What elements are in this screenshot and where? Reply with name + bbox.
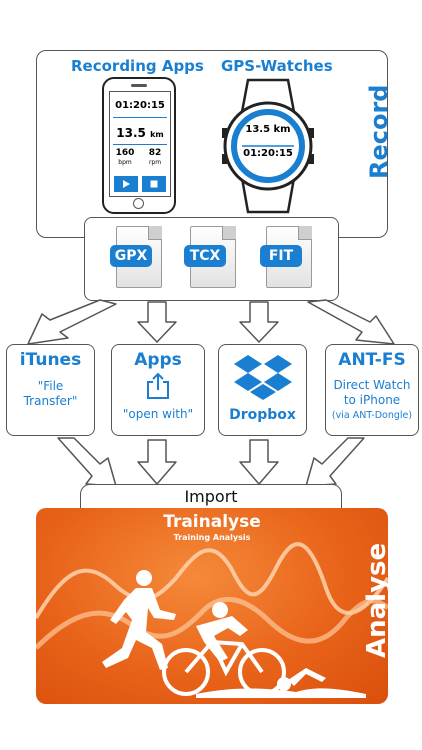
dropbox-label: Dropbox [229,407,296,423]
itunes-line1: "File [37,379,64,393]
phone-rpm-unit: rpm [148,159,162,166]
record-panel: Recording Apps GPS-Watches Record [36,50,393,238]
file-gpx-badge: GPX [110,245,152,267]
phone-bpm-unit: bpm [118,159,132,166]
phone-divider [113,117,167,119]
file-tcx-badge: TCX [184,245,226,267]
share-icon [147,372,169,399]
stop-icon [150,180,158,188]
phone-illustration: 01:20:15 13.5 km 160 bpm 82 rpm [102,77,176,214]
phone-home-button [133,198,144,209]
phone-stop-button [142,176,166,192]
source-dropbox: Dropbox [218,344,307,436]
import-label: Import [184,487,238,506]
phone-divider-2 [113,144,167,146]
runner-silhouette [102,570,176,670]
phone-distance: 13.5 km [110,126,170,140]
swimmer-silhouette [196,668,366,698]
watch-illustration [222,78,314,214]
play-icon [123,180,130,188]
antfs-line1: Direct Watch [333,378,411,392]
recording-apps-title: Recording Apps [71,57,204,75]
file-fit-badge: FIT [260,245,302,267]
phone-distance-unit: km [150,130,164,139]
phone-play-button [114,176,138,192]
file-tcx: TCX [184,226,236,288]
antfs-title: ANT-FS [338,350,406,370]
dropbox-icon [233,355,292,400]
source-apps: Apps "open with" [111,344,205,436]
phone-time: 01:20:15 [115,100,165,111]
file-fit: FIT [260,226,312,288]
watch-time: 01:20:15 [243,148,293,159]
itunes-title: iTunes [19,350,82,370]
source-antfs: ANT-FS Direct Watch to iPhone (via ANT-D… [325,344,419,436]
file-gpx: GPX [110,226,162,288]
gps-watches-title: GPS-Watches [221,57,333,75]
phone-bpm-value: 160 [115,148,135,158]
phone-distance-value: 13.5 [116,126,146,140]
app-tagline: Training Analysis [173,533,251,542]
antfs-line2: to iPhone [343,393,401,407]
watch-distance: 13.5 km [245,124,291,135]
phone-screen: 01:20:15 13.5 km 160 bpm 82 rpm [109,91,171,197]
apps-subtitle: "open with" [122,407,194,421]
cyclist-silhouette [162,639,286,696]
itunes-line2: Transfer" [23,394,78,408]
analyse-panel: Trainalyse Training Analysis Analyse [36,508,388,704]
analyse-label: Analyse [362,542,388,658]
app-name: Trainalyse [163,512,261,532]
antfs-line3: (via ANT-Dongle) [331,410,413,421]
source-itunes: iTunes "File Transfer" [6,344,95,436]
phone-rpm-value: 82 [148,148,162,158]
phone-speaker [131,84,147,87]
apps-title: Apps [134,350,182,370]
training-curves-graphic [36,542,388,698]
